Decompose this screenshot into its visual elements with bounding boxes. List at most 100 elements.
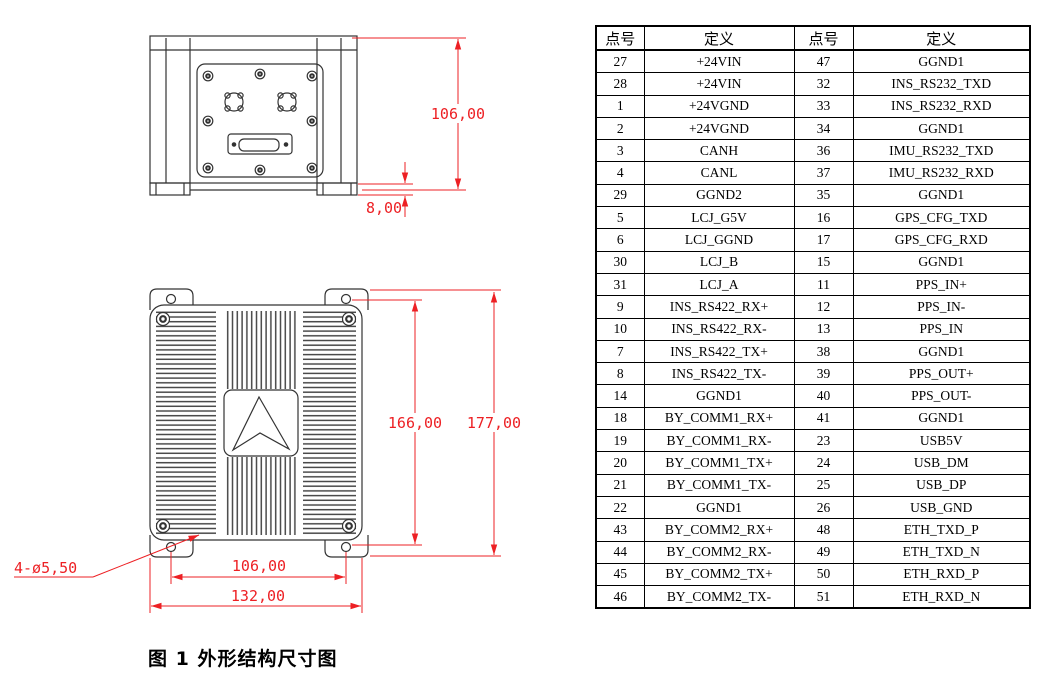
pin-cell: 1 [595,94,645,118]
pin-cell: 46 [595,585,645,609]
pin-cell: 6 [595,228,645,252]
circular-connector-left [224,92,244,112]
header-pin-number-1: 点号 [595,25,645,51]
logo-plate [223,389,299,457]
pin-cell: 4 [595,161,645,185]
pin-cell: 50 [793,562,854,587]
pin-cell: ETH_TXD_N [852,540,1031,564]
dim-foot-height-label: 8,00 [366,199,402,217]
pin-cell: +24VGND [643,116,795,141]
pin-cell: ETH_TXD_P [852,518,1031,542]
dim-overall-height-label: 177,00 [467,414,521,432]
pin-cell: 22 [595,495,645,520]
dsub-connector [227,133,293,155]
pin-cell: +24VIN [643,72,795,96]
pin-cell: 7 [595,339,645,364]
pin-cell: BY_COMM1_RX- [643,429,795,453]
pin-cell: 44 [595,540,645,564]
pin-cell: CANL [643,161,795,185]
pin-cell: 49 [793,540,854,564]
pin-cell: 8 [595,362,645,386]
pin-cell: 33 [793,94,854,118]
pin-cell: 2 [595,116,645,141]
top-view-drawing [149,35,358,196]
pin-cell: 10 [595,317,645,341]
pin-cell: +24VIN [643,49,795,74]
pin-cell: USB_DM [852,451,1031,475]
right-foot [316,182,358,196]
connector-panel [196,63,324,178]
pin-cell: INS_RS422_TX- [643,362,795,386]
pin-cell: 12 [793,295,854,319]
figure-caption: 图 1 外形结构尺寸图 [148,648,338,670]
pin-cell: 19 [595,429,645,453]
pin-cell: 40 [793,384,854,408]
pin-cell: 9 [595,295,645,319]
pin-cell: GGND1 [852,183,1031,208]
pin-cell: 34 [793,116,854,141]
header-definition-2: 定义 [852,25,1031,51]
dim-hole-spacing-label: 106,00 [232,557,286,575]
pin-cell: 29 [595,183,645,208]
header-definition-1: 定义 [643,25,795,51]
pin-cell: BY_COMM2_TX+ [643,562,795,587]
pin-cell: INS_RS232_TXD [852,72,1031,96]
pin-cell: INS_RS422_TX+ [643,339,795,364]
pin-cell: 25 [793,473,854,497]
pin-cell: GGND2 [643,183,795,208]
pin-cell: CANH [643,139,795,163]
pin-cell: IMU_RS232_RXD [852,161,1031,185]
pin-cell: GGND1 [852,49,1031,74]
pin-cell: 15 [793,250,854,274]
pin-cell: PPS_IN [852,317,1031,341]
pin-cell: 45 [595,562,645,587]
pin-cell: 32 [793,72,854,96]
header-pin-number-2: 点号 [793,25,854,51]
top-view-body [149,35,358,184]
pin-cell: 41 [793,406,854,431]
pin-cell: 38 [793,339,854,364]
pin-cell: GGND1 [852,339,1031,364]
pin-cell: 14 [595,384,645,408]
pin-cell: BY_COMM1_TX- [643,473,795,497]
pin-cell: 48 [793,518,854,542]
pin-cell: GGND1 [643,384,795,408]
pin-cell: 21 [595,473,645,497]
pin-cell: BY_COMM1_RX+ [643,406,795,431]
pin-cell: LCJ_GGND [643,228,795,252]
pin-cell: 16 [793,206,854,230]
pin-cell: 47 [793,49,854,74]
pin-cell: PPS_IN+ [852,272,1031,297]
circular-connector-right [277,92,297,112]
pin-cell: 31 [595,272,645,297]
dim-body-height-label: 166,00 [388,414,442,432]
pin-cell: GGND1 [643,495,795,520]
pin-cell: 11 [793,272,854,297]
pin-cell: INS_RS422_RX+ [643,295,795,319]
pin-cell: 5 [595,206,645,230]
left-foot [149,182,191,196]
dimension-drawing: 106,00 8,00 166,00 177,00 106,00 132,00 … [14,35,523,613]
corner-screws [155,311,357,534]
pin-cell: GPS_CFG_TXD [852,206,1031,230]
pin-cell: USB_GND [852,495,1031,520]
